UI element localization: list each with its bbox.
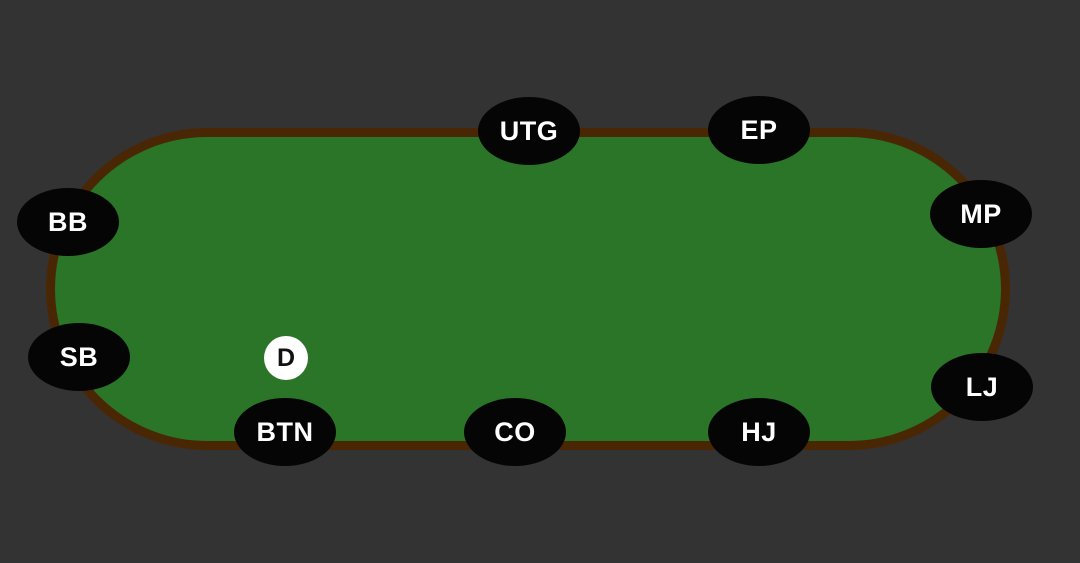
dealer-button-label: D [276, 343, 296, 372]
seat-label-mp: MP [960, 198, 1002, 229]
seat-btn[interactable]: BTN [234, 398, 336, 466]
seat-sb[interactable]: SB [28, 323, 130, 391]
seat-label-lj: LJ [965, 371, 999, 402]
seat-label-co: CO [494, 416, 536, 447]
seat-ep[interactable]: EP [708, 96, 810, 164]
seat-hj[interactable]: HJ [708, 398, 810, 466]
seat-label-hj: HJ [741, 416, 777, 447]
seat-label-ep: EP [740, 114, 778, 145]
seat-mp[interactable]: MP [930, 180, 1032, 248]
dealer-button[interactable]: D [264, 336, 308, 380]
seat-utg[interactable]: UTG [478, 97, 580, 165]
seat-label-bb: BB [48, 206, 88, 237]
seat-label-sb: SB [59, 341, 99, 372]
seat-lj[interactable]: LJ [931, 353, 1033, 421]
seat-co[interactable]: CO [464, 398, 566, 466]
seat-bb[interactable]: BB [17, 188, 119, 256]
seat-label-utg: UTG [499, 115, 559, 146]
seat-label-btn: BTN [256, 416, 314, 447]
